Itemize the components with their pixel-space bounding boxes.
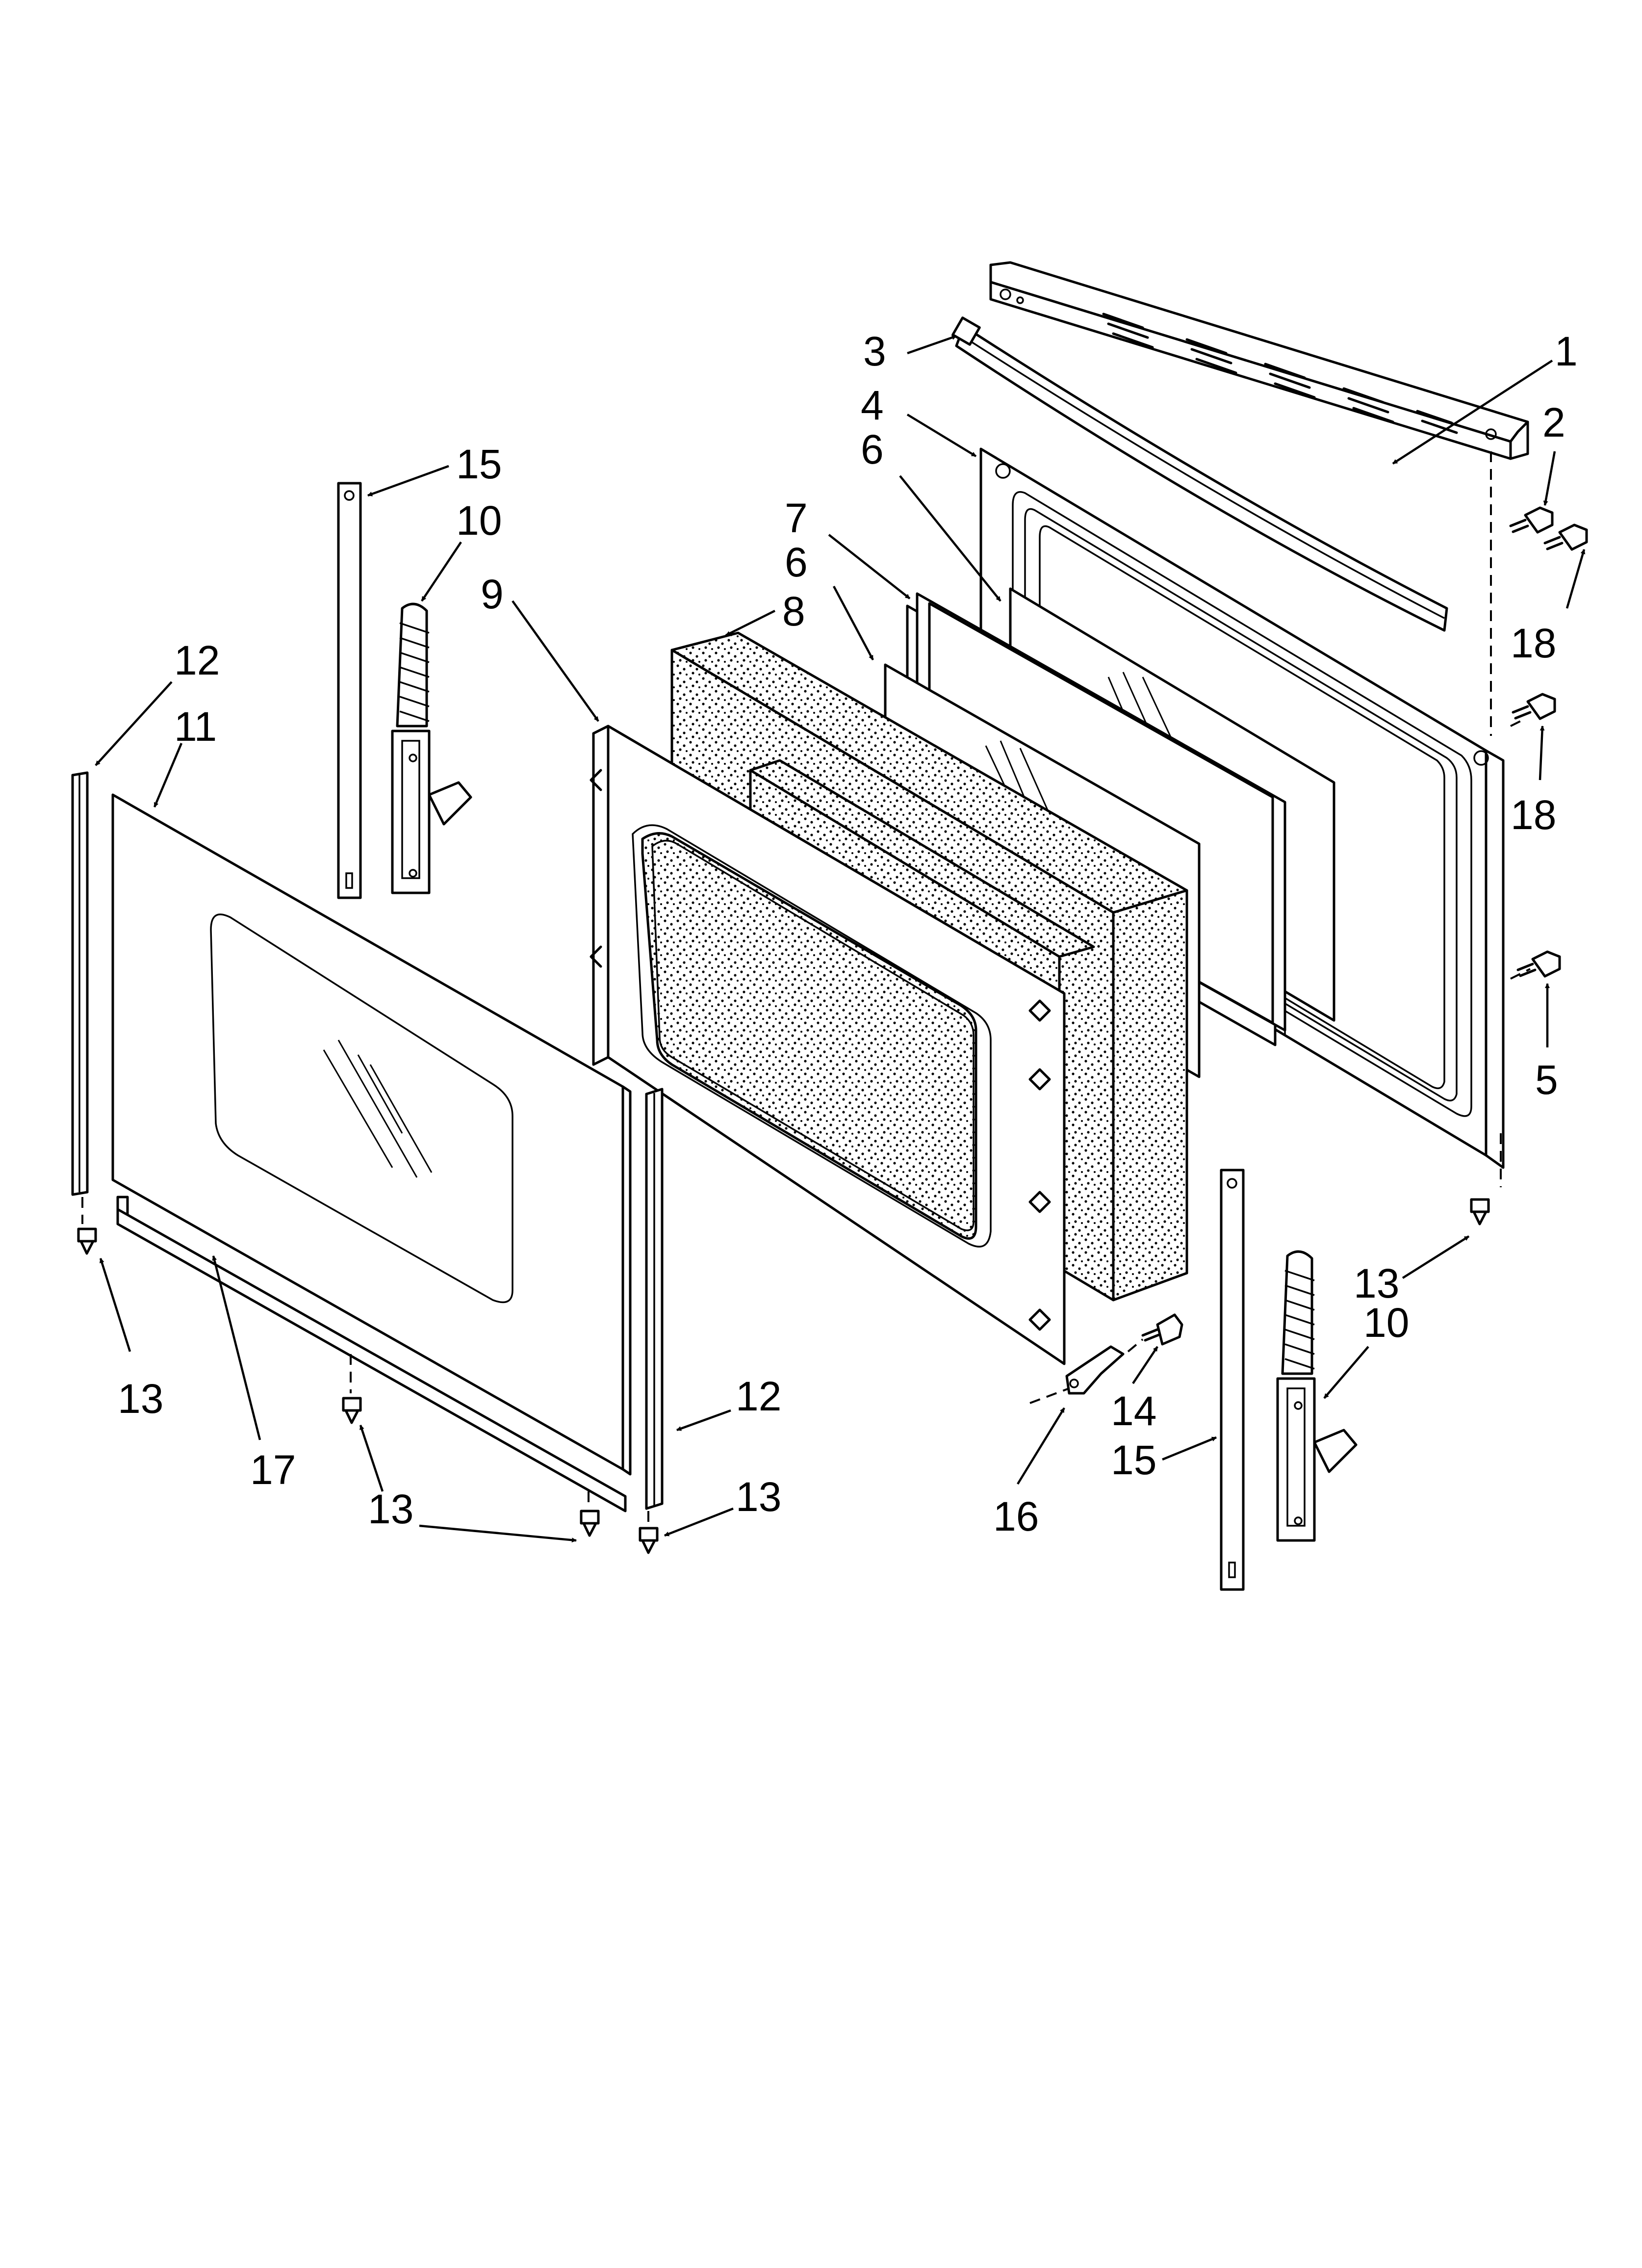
callout-14: 14 — [1111, 1388, 1156, 1434]
callout-15-left: 15 — [456, 441, 502, 487]
part-9-outer-door-panel — [590, 725, 1066, 1365]
callout-16: 16 — [993, 1493, 1039, 1539]
alignment-lines — [81, 451, 1531, 1526]
part-5-screw — [1516, 950, 1561, 978]
callout-18-lower: 18 — [1511, 792, 1556, 838]
callout-6-rear: 6 — [861, 426, 884, 472]
part-10-hinge-right — [1276, 1250, 1358, 1542]
callout-12-right: 12 — [736, 1373, 781, 1419]
part-2-screw — [1509, 506, 1554, 534]
part-1-vent-trim — [989, 261, 1529, 460]
part-15-hinge-receiver-right — [1220, 1169, 1245, 1591]
callout-9: 9 — [481, 571, 504, 617]
callout-11: 11 — [174, 704, 217, 750]
part-3-door-handle — [951, 316, 1448, 632]
part-11-outer-glass-door — [111, 793, 632, 1476]
callout-7: 7 — [785, 495, 808, 541]
callout-1: 1 — [1555, 328, 1578, 374]
callout-2: 2 — [1542, 399, 1565, 445]
callout-13-left-bottom: 13 — [118, 1376, 163, 1422]
part-14-screw — [1141, 1313, 1183, 1346]
part-18-screw-lower — [1512, 693, 1556, 720]
callout-17: 17 — [250, 1447, 296, 1493]
callout-3: 3 — [863, 328, 886, 374]
callout-6-front: 6 — [785, 539, 808, 585]
part-10-hinge-left — [391, 602, 472, 894]
callout-5: 5 — [1535, 1057, 1558, 1103]
part-16-bracket — [1065, 1345, 1125, 1395]
callout-10-left: 10 — [456, 497, 502, 544]
part-15-hinge-receiver-left — [337, 482, 362, 899]
callout-13-center-right: 13 — [736, 1474, 781, 1520]
callout-13-center-upper: 13 — [368, 1486, 413, 1532]
part-13-screws — [77, 1198, 1490, 1554]
callout-15-right: 15 — [1111, 1437, 1156, 1483]
part-18-screw-upper — [1543, 523, 1588, 551]
part-12-right-side-trim — [645, 1088, 664, 1510]
part-12-left-side-trim — [71, 771, 89, 1196]
callout-10-right: 10 — [1363, 1300, 1409, 1346]
callout-18-upper: 18 — [1511, 620, 1556, 666]
part-17-bottom-trim — [116, 1196, 627, 1512]
leader-lines — [95, 335, 1586, 1543]
callout-12-left: 12 — [174, 637, 220, 683]
callout-labels: 1 2 3 4 6 7 6 8 9 15 10 12 11 18 18 5 13… — [118, 328, 1578, 1539]
callout-4: 4 — [861, 382, 884, 428]
vent-slots — [1102, 313, 1458, 434]
callout-13-right: 13 — [1354, 1260, 1399, 1306]
callout-8: 8 — [782, 588, 805, 634]
